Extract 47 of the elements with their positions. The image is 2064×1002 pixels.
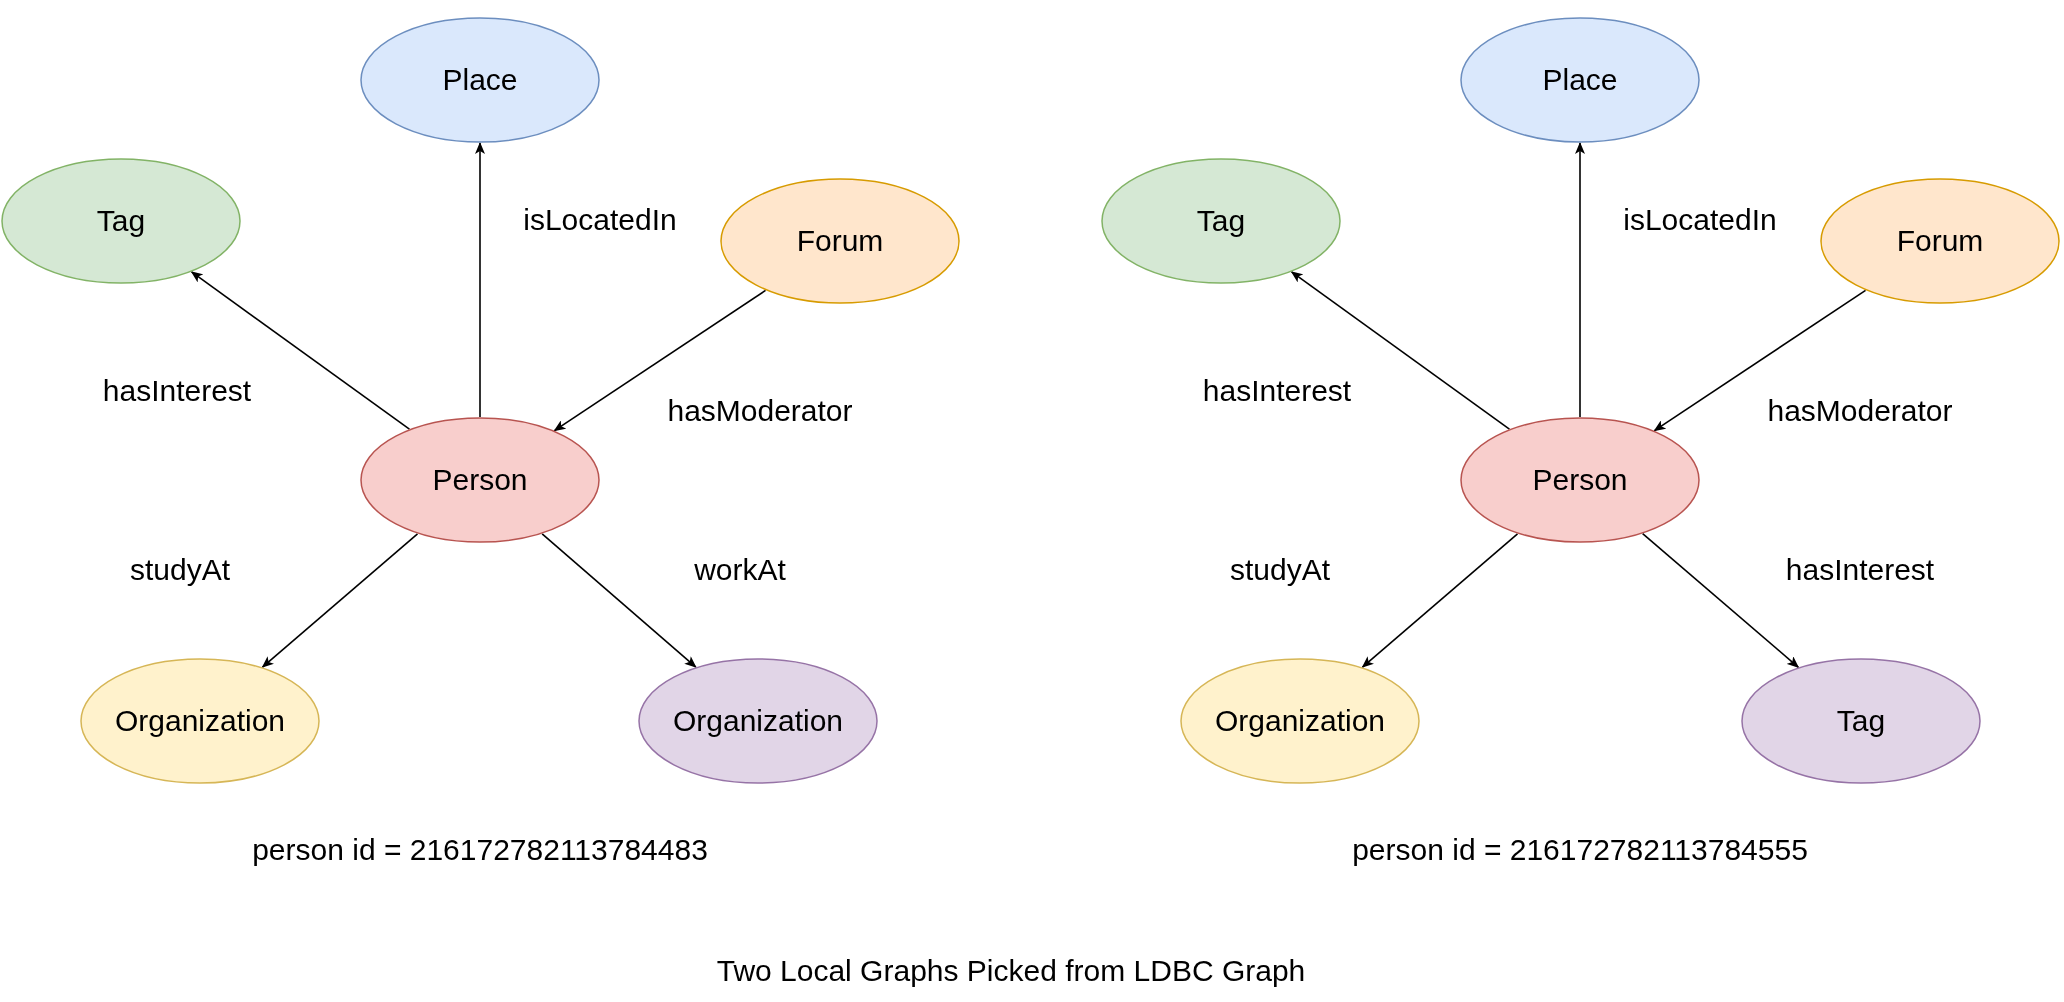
edge-label: hasInterest	[1202, 374, 1352, 408]
edge-label: hasInterest	[1785, 553, 1935, 587]
arrow	[475, 142, 485, 418]
id-note: person id = 216172782113784483	[252, 833, 708, 867]
entity-ellipse	[1820, 178, 2060, 304]
arrow	[1641, 532, 1800, 669]
edge-label: studyAt	[129, 553, 231, 587]
edge-label: hasInterest	[102, 374, 252, 408]
arrow	[553, 289, 767, 432]
entity-ellipse	[1101, 158, 1341, 284]
edge-label: hasModerator	[1767, 394, 1953, 428]
edge-label: isLocatedIn	[523, 203, 677, 237]
entity-ellipse	[1460, 417, 1700, 543]
arrow	[1653, 289, 1867, 432]
node-label: Tag	[96, 204, 146, 238]
entity-ellipse	[360, 417, 600, 543]
node-label: Forum	[1896, 224, 1984, 258]
node-label: Person	[1532, 463, 1628, 497]
arrow	[1361, 533, 1519, 668]
node-label: Forum	[796, 224, 884, 258]
node-label: Organization	[1214, 704, 1386, 738]
arrow	[541, 533, 697, 668]
node-label: Tag	[1196, 204, 1246, 238]
entity-ellipse	[360, 17, 600, 143]
caption: Two Local Graphs Picked from LDBC Graph	[716, 954, 1306, 988]
arrow	[190, 271, 411, 430]
entity-ellipse	[720, 178, 960, 304]
entity-ellipse	[1180, 658, 1420, 784]
entity-ellipse	[80, 658, 320, 784]
arrow	[1290, 271, 1511, 430]
node-label: Place	[1542, 63, 1618, 97]
node-label: Tag	[1836, 704, 1886, 738]
edge-label: isLocatedIn	[1623, 203, 1777, 237]
edge-label: hasModerator	[667, 394, 853, 428]
node-label: Place	[442, 63, 518, 97]
edge-label: workAt	[694, 553, 786, 587]
node-label: Person	[432, 463, 528, 497]
id-note: person id = 216172782113784555	[1352, 833, 1808, 867]
entity-ellipse	[1, 158, 241, 284]
entity-ellipse	[1741, 658, 1981, 784]
node-label: Organization	[114, 704, 286, 738]
arrow	[1575, 142, 1585, 418]
node-label: Organization	[672, 704, 844, 738]
arrow	[261, 533, 419, 668]
entity-ellipse	[638, 658, 878, 784]
entity-ellipse	[1460, 17, 1700, 143]
edge-label: studyAt	[1229, 553, 1331, 587]
